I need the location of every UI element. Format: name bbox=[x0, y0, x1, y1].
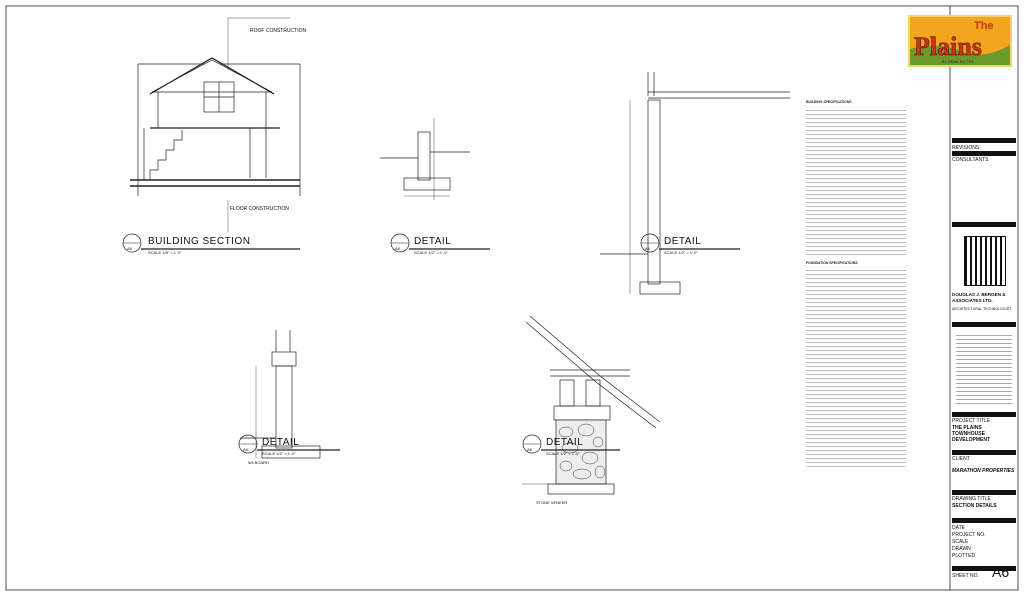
plotted-label: PLOTTED bbox=[952, 553, 976, 559]
detail-1-num: A6 bbox=[395, 246, 400, 251]
foundation-spec-heading: FOUNDATION SPECIFICATIONS bbox=[806, 260, 858, 265]
plains-logo-graphic: The Plains BY PEAK BOTTS bbox=[908, 15, 1012, 67]
detail-3-drawing bbox=[240, 330, 321, 459]
project-title: THE PLAINS TOWNHOUSE DEVELOPMENT bbox=[952, 425, 991, 443]
floor-construction-note: FLOOR CONSTRUCTION bbox=[230, 206, 289, 212]
project-title-label: PROJECT TITLE bbox=[952, 418, 991, 424]
stone-veneer-note: STONE VENEER bbox=[536, 500, 568, 505]
sheet-no-label: SHEET NO. bbox=[952, 573, 979, 579]
building-section-tag bbox=[122, 233, 300, 253]
sheet-number: A6 bbox=[992, 564, 1010, 580]
detail-3-tag bbox=[238, 434, 340, 454]
firm-bar bbox=[952, 222, 1016, 227]
project-no-label: PROJECT NO. bbox=[952, 532, 986, 538]
revisions-bar bbox=[952, 138, 1016, 143]
detail-1-tag bbox=[390, 233, 490, 253]
detail-1-title: DETAIL bbox=[414, 236, 452, 247]
detail-4-scale: SCALE 1/2" = 1'-0" bbox=[546, 451, 580, 456]
detail-3-scale: SCALE 1/2" = 1'-0" bbox=[262, 451, 296, 456]
detail-4-title: DETAIL bbox=[546, 437, 584, 448]
client-bar bbox=[952, 450, 1016, 455]
building-section-num: A6 bbox=[127, 246, 132, 251]
detail-3-title: DETAIL bbox=[262, 437, 300, 448]
project-title-bar bbox=[952, 412, 1016, 417]
grade-note: 5/8 BOARD bbox=[248, 460, 269, 465]
building-spec-lines bbox=[806, 106, 906, 257]
general-notes-lines bbox=[956, 332, 1012, 406]
firm-name: DOUGLAS J. BERGEN & ASSOCIATES LTD. bbox=[952, 292, 1006, 303]
detail-2-tag bbox=[640, 233, 740, 253]
client-name: MARATHON PROPERTIES bbox=[952, 468, 1015, 474]
building-section-drawing bbox=[130, 17, 301, 232]
detail-1-drawing bbox=[380, 118, 470, 200]
date-label: DATE bbox=[952, 525, 965, 531]
client-label: CLIENT bbox=[952, 456, 970, 462]
logo-line2: Plains bbox=[914, 32, 982, 61]
info-bar bbox=[952, 518, 1016, 523]
drawn-label: DRAWN bbox=[952, 546, 971, 552]
detail-2-scale: SCALE 1/2" = 1'-0" bbox=[664, 250, 698, 255]
building-spec-heading: BUILDING SPECIFICATIONS bbox=[806, 100, 852, 104]
building-section-title: BUILDING SECTION bbox=[148, 236, 251, 247]
drawing-title-label: DRAWING TITLE bbox=[952, 496, 991, 502]
detail-4-drawing bbox=[522, 315, 661, 495]
sheet-no-bar bbox=[952, 566, 1016, 571]
logo-line1: The bbox=[974, 20, 994, 32]
the-plains-logo: The Plains BY PEAK BOTTS bbox=[908, 15, 1012, 67]
drawing-title-bar bbox=[952, 490, 1016, 495]
notes-bar bbox=[952, 322, 1016, 327]
building-section-scale: SCALE 1/8" = 1'-0" bbox=[148, 250, 182, 255]
foundation-spec-lines bbox=[806, 267, 906, 468]
roof-construction-note: ROOF CONSTRUCTION bbox=[250, 28, 307, 34]
consultants-label: CONSULTANTS bbox=[952, 157, 989, 163]
scale-label: SCALE bbox=[952, 539, 969, 545]
detail-2-num: A6 bbox=[645, 246, 650, 251]
detail-2-drawing bbox=[600, 72, 790, 295]
title-block: REVISIONS CONSULTANTS DOUGLAS J. BERGEN … bbox=[952, 14, 1016, 586]
firm-logo bbox=[964, 236, 1006, 286]
drawing-title: SECTION DETAILS bbox=[952, 503, 997, 509]
detail-3-num: A6 bbox=[243, 447, 248, 452]
logo-sub: BY PEAK BOTTS bbox=[942, 59, 974, 64]
detail-4-tag bbox=[522, 434, 620, 454]
revisions-label: REVISIONS bbox=[952, 145, 980, 151]
detail-1-scale: SCALE 1/2" = 1'-0" bbox=[414, 250, 448, 255]
consultants-bar bbox=[952, 151, 1016, 156]
stone-pattern bbox=[558, 423, 606, 480]
firm-sub: ARCHITECTURAL TECHNOLOGIST bbox=[952, 307, 1012, 311]
detail-2-title: DETAIL bbox=[664, 236, 702, 247]
specifications-column: BUILDING SPECIFICATIONS FOUNDATION SPECI… bbox=[806, 100, 946, 468]
detail-4-num: A6 bbox=[527, 447, 532, 452]
